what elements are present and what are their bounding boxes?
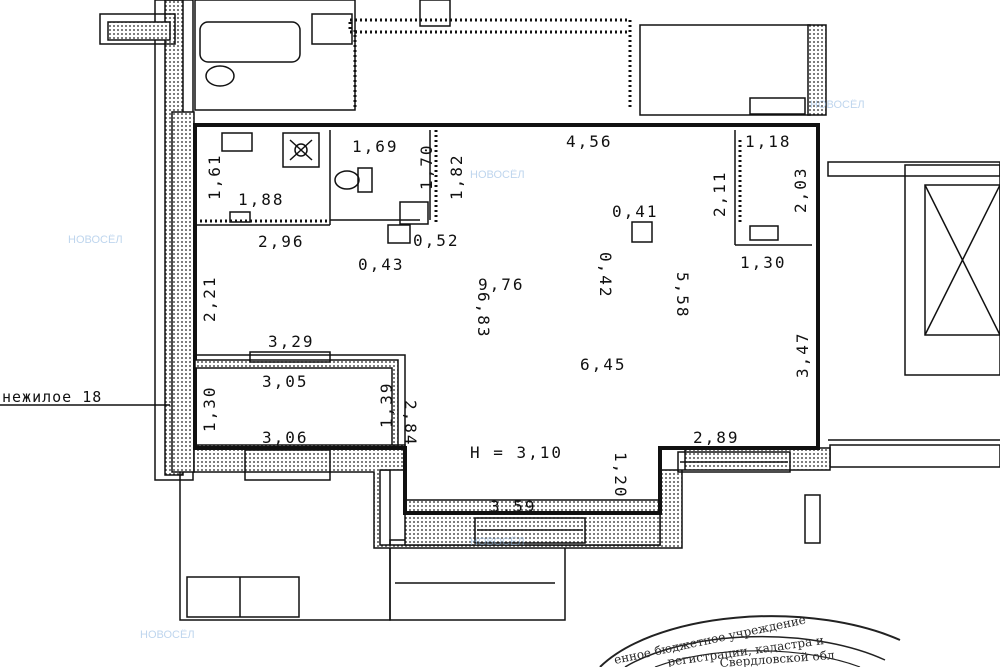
dim-2-03: 2,03: [791, 166, 810, 213]
dim-5-58: 5,58: [673, 272, 692, 319]
watermark-text: НОВОСЁЛ: [68, 234, 123, 246]
dim-6-45: 6,45: [580, 355, 627, 374]
dimension-labels: 1,61 1,88 1,69 1,70 1,82 4,56 1,18 2,11 …: [0, 132, 812, 516]
watermark-text: НОВОСЁЛ: [810, 99, 865, 111]
dim-2-21: 2,21: [200, 275, 219, 322]
partitions: [194, 130, 812, 448]
dim-0-52: 0,52: [413, 231, 460, 250]
ceiling-height: H = 3,10: [470, 443, 563, 462]
watermark-text: НОВОСЁЛ: [470, 536, 525, 548]
dim-1-20: 1,20: [611, 452, 630, 499]
watermark-text: НОВОСЁЛ: [140, 629, 195, 641]
dim-1-39: 1,39: [377, 381, 396, 428]
dim-2-96: 2,96: [258, 232, 305, 251]
dim-1-30-side: 1,30: [200, 385, 219, 432]
dim-9-76: 9,76: [478, 275, 525, 294]
dim-2-89: 2,89: [693, 428, 740, 447]
dim-6-83: 6,83: [474, 292, 493, 339]
dim-3-06: 3,06: [262, 428, 309, 447]
dim-3-59: 3,59: [490, 497, 537, 516]
watermarks: НОВОСЁЛ НОВОСЁЛ НОВОСЁЛ НОВОСЁЛ НОВОСЁЛ: [68, 99, 865, 641]
dim-2-11: 2,11: [710, 170, 729, 217]
dim-0-41: 0,41: [612, 202, 659, 221]
dim-1-30: 1,30: [740, 253, 787, 272]
dim-3-47: 3,47: [793, 331, 812, 378]
dim-1-18: 1,18: [745, 132, 792, 151]
dim-1-70: 1,70: [417, 143, 436, 190]
dim-1-61: 1,61: [205, 153, 224, 200]
dim-3-05: 3,05: [262, 372, 309, 391]
apartment-outline: [193, 123, 820, 515]
dim-4-56: 4,56: [566, 132, 613, 151]
dim-1-69: 1,69: [352, 137, 399, 156]
dim-0-43: 0,43: [358, 255, 405, 274]
official-stamp: енное бюджетное учреждение регистрации, …: [599, 613, 901, 667]
watermark-text: НОВОСЁЛ: [470, 169, 525, 181]
dim-3-29: 3,29: [268, 332, 315, 351]
dim-1-82: 1,82: [447, 153, 466, 200]
dim-2-84: 2,84: [401, 400, 420, 447]
dim-1-88: 1,88: [238, 190, 285, 209]
nonresidential-label: нежилое 18: [2, 388, 102, 406]
dim-0-42: 0,42: [596, 252, 615, 299]
